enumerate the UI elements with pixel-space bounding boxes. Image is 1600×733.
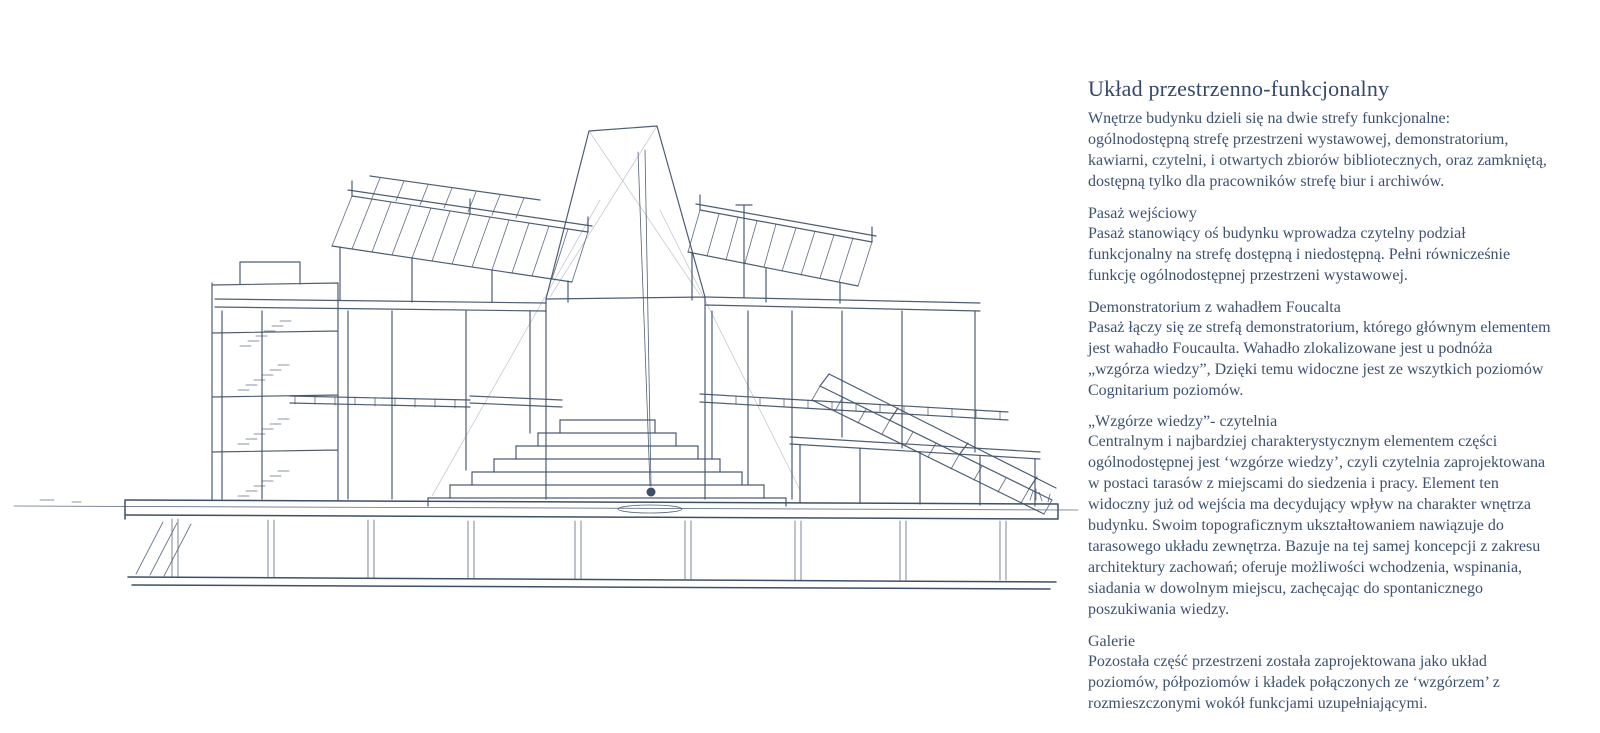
section-heading: Galerie xyxy=(1088,633,1136,651)
section-body: Centralnym i najbardziej charakterystycz… xyxy=(1088,433,1546,619)
section-body: Pasaż stanowiący oś budynku wprowadza cz… xyxy=(1088,224,1511,284)
text-section-wzgorze-wiedzy: „Wzgórze wiedzy”- czytelnia Centralnym i… xyxy=(1088,413,1552,621)
section-sketch xyxy=(13,125,1079,590)
architectural-section-drawing xyxy=(13,125,1079,590)
text-section-demonstratorium: Demonstratorium z wahadłem Foucalta Pasa… xyxy=(1088,299,1552,402)
intro-paragraph: Wnętrze budynku dzieli się na dwie stref… xyxy=(1088,110,1547,190)
section-heading: „Wzgórze wiedzy”- czytelnia xyxy=(1088,413,1278,431)
page-title: Układ przestrzenno-funkcjonalny xyxy=(1088,76,1390,101)
section-body: Pasaż łączy się ze strefą demonstratoriu… xyxy=(1088,318,1551,399)
section-heading: Pasaż wejściowy xyxy=(1088,204,1197,222)
section-body: Pozostała część przestrzeni została zapr… xyxy=(1088,653,1500,712)
description-column: Układ przestrzenno-funkcjonalny Wnętrze … xyxy=(1088,76,1552,715)
text-section-galerie: Galerie Pozostała część przestrzeni zost… xyxy=(1088,633,1552,715)
section-heading: Demonstratorium z wahadłem Foucalta xyxy=(1088,298,1341,316)
text-section-pasaz-wejsciowy: Pasaż wejściowy Pasaż stanowiący oś budy… xyxy=(1088,205,1552,287)
